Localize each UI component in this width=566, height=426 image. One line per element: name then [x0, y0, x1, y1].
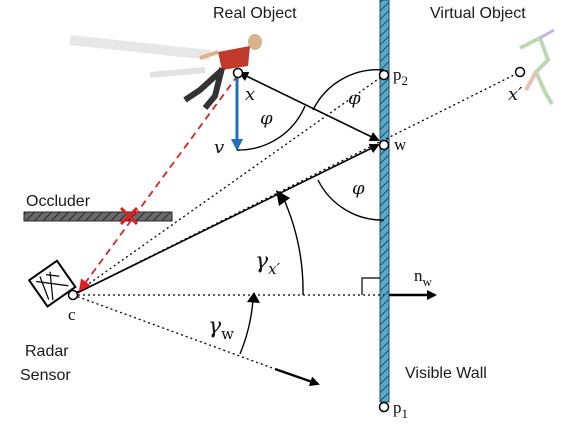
- label-phi-at-w-top: φ: [348, 88, 361, 109]
- arc-gamma-w-arrowhead: [247, 292, 260, 303]
- label-phi-at-w-bottom: φ: [352, 178, 365, 199]
- label-real-object: Real Object: [213, 5, 297, 22]
- label-normal: nw: [414, 266, 433, 289]
- arrow-gamma-w-direction: [274, 367, 320, 387]
- point-x: [232, 67, 244, 79]
- label-gamma-w: γw: [208, 314, 234, 343]
- label-virtual-object: Virtual Object: [430, 5, 526, 22]
- real-object-figure: [69, 34, 262, 110]
- point-p2: [378, 69, 390, 81]
- label-velocity: v: [214, 137, 224, 158]
- radar-sensor-icon: [27, 259, 77, 308]
- arc-gamma-w: [239, 299, 254, 355]
- right-angle-marker: [361, 277, 380, 295]
- arc-gamma-x-arrowhead: [276, 190, 290, 206]
- point-c: [67, 289, 79, 301]
- line-c-to-w: [72, 144, 380, 296]
- point-p1: [378, 401, 390, 413]
- label-sensor: Sensor: [20, 367, 71, 384]
- arc-gamma-x: [281, 194, 304, 296]
- label-point-w: w: [394, 135, 407, 154]
- arc-phi-at-w-bottom: [317, 179, 385, 221]
- occluder-bar: [23, 211, 173, 222]
- arc-phi-at-w-top: [312, 69, 385, 111]
- label-point-x-prime: x′: [508, 84, 522, 105]
- label-visible-wall: Visible Wall: [405, 365, 487, 382]
- label-gamma-x: γx′: [255, 249, 281, 278]
- arc-phi-at-x: [236, 105, 306, 151]
- virtual-object-figure: [519, 28, 555, 106]
- point-w: [378, 139, 390, 151]
- label-point-p2: p2: [393, 65, 408, 88]
- label-phi-at-x: φ: [260, 108, 273, 129]
- visible-wall-bar: [379, 0, 390, 403]
- label-point-p1: p1: [393, 398, 408, 421]
- label-point-x: x: [245, 84, 255, 105]
- label-occluder: Occluder: [26, 193, 91, 210]
- dotted-c-to-p2: [72, 74, 385, 296]
- line-x-to-w: [238, 71, 380, 142]
- blocked-path: [78, 74, 239, 292]
- dotted-c-to-p1-direction: [72, 294, 276, 370]
- dotted-c-to-xprime: [72, 71, 521, 296]
- blocked-x-mark: [119, 206, 139, 226]
- label-point-c: c: [68, 305, 76, 324]
- point-x-prime: [514, 66, 526, 78]
- label-radar: Radar: [25, 343, 69, 360]
